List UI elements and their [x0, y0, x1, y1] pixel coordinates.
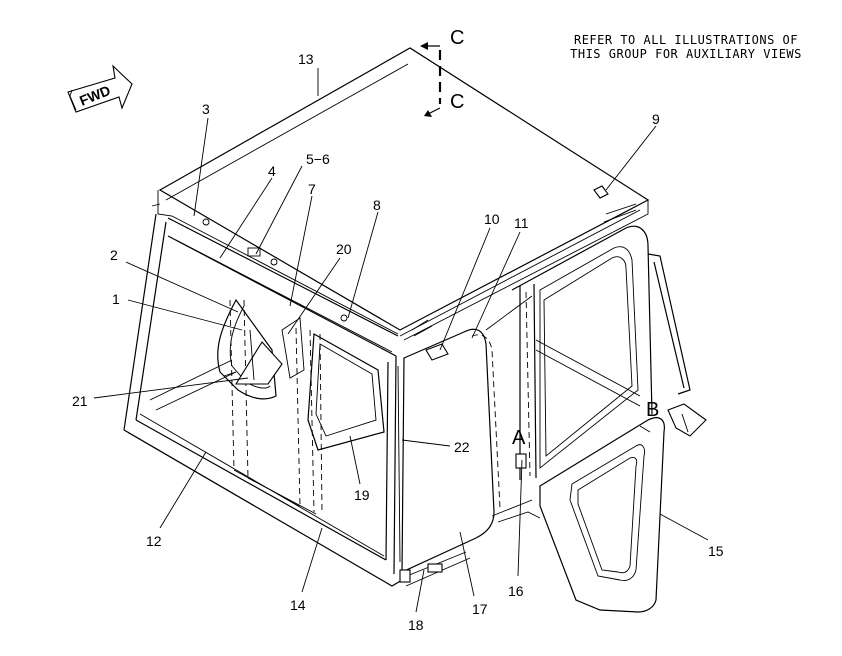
floor-base: [123, 429, 403, 587]
callout-9: 9: [652, 111, 660, 127]
callout-13: 13: [298, 51, 314, 67]
callout-19: 19: [354, 487, 370, 503]
fwd-arrow-icon: FWD: [67, 64, 133, 113]
callout-18: 18: [408, 617, 424, 633]
leader-lines: [93, 68, 709, 613]
callout-10: 10: [484, 211, 500, 227]
callout-16: 16: [508, 583, 524, 599]
callout-7: 7: [308, 181, 316, 197]
callout-12: 12: [146, 533, 162, 549]
callout-20: 20: [336, 241, 352, 257]
callout-8: 8: [373, 197, 381, 213]
callout-4: 4: [268, 163, 276, 179]
callout-3: 3: [202, 101, 210, 117]
section-letter-bottom: C: [450, 91, 464, 113]
callout-22: 22: [454, 439, 470, 455]
view-marker-b: B: [646, 399, 659, 421]
callout-11: 11: [514, 215, 529, 231]
view-markers: A B: [512, 399, 659, 449]
roof-panel: [158, 47, 650, 331]
callout-labels: 1 2 3 4 5−6 7 8 9 10 11 12 13 14 15 16 1…: [72, 51, 724, 633]
note-line-2: THIS GROUP FOR AUXILIARY VIEWS: [570, 47, 802, 61]
section-letter-top: C: [450, 27, 464, 49]
callout-17: 17: [472, 601, 488, 617]
cab-structure: [123, 47, 707, 613]
view-marker-a: A: [512, 427, 526, 449]
note-line-1: REFER TO ALL ILLUSTRATIONS OF: [574, 33, 798, 47]
callout-15: 15: [708, 543, 724, 559]
callout-2: 2: [110, 247, 118, 263]
front-door: [401, 328, 495, 573]
right-door: [539, 417, 665, 613]
section-line-c-c: C C: [420, 27, 464, 117]
callout-21: 21: [72, 393, 88, 409]
callout-5-6: 5−6: [306, 151, 330, 167]
callout-1: 1: [112, 291, 120, 307]
auxiliary-views-note: REFER TO ALL ILLUSTRATIONS OF THIS GROUP…: [570, 33, 802, 61]
callout-14: 14: [290, 597, 306, 613]
left-window: [217, 298, 277, 400]
